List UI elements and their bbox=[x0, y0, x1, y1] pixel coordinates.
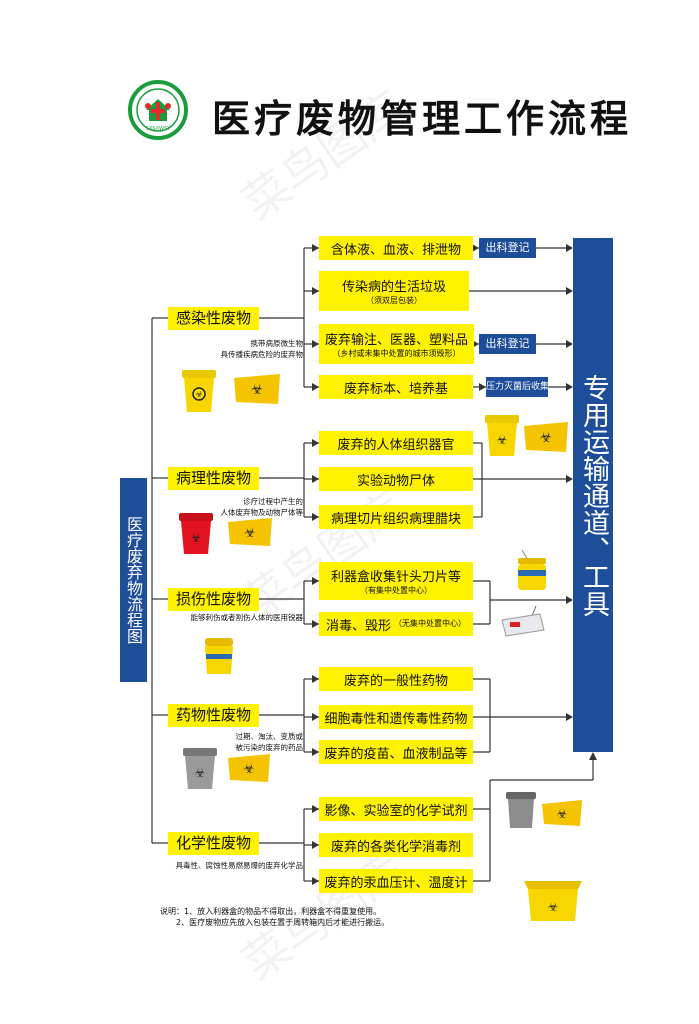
svg-text:☣: ☣ bbox=[191, 531, 202, 545]
tag-checkout-register: 出科登记 bbox=[479, 238, 536, 258]
arrow-head bbox=[566, 475, 573, 483]
arrow-head bbox=[566, 244, 573, 252]
arrow-head bbox=[312, 805, 319, 813]
item-general-drugs: 废弃的一般性药物 bbox=[319, 667, 473, 691]
category-note: 能够刺伤或者割伤人体的医用锐器 bbox=[190, 613, 304, 622]
item-vaccines-blood: 废弃的疫苗、血液制品等 bbox=[319, 740, 473, 764]
arrow-head bbox=[312, 475, 319, 483]
svg-text:☣: ☣ bbox=[243, 762, 255, 777]
arrow-head bbox=[566, 713, 573, 721]
yellow-biohazard-bag-icon: ☣ bbox=[226, 516, 274, 552]
arrow-head bbox=[589, 752, 597, 760]
arrow-head bbox=[312, 244, 319, 252]
item-pathology-slices: 病理切片组织病理腊块 bbox=[319, 505, 473, 529]
arrow-head bbox=[312, 877, 319, 885]
logo-text: SXSXWSY bbox=[145, 126, 171, 132]
footnote: 说明：1、放入利器盒的物品不得取出，利器盒不得重复使用。 2、医疗废物应先放入包… bbox=[160, 907, 390, 927]
item-cytotoxic-drugs: 细胞毒性和遗传毒性药物 bbox=[319, 705, 473, 729]
sharps-container-icon bbox=[512, 548, 552, 596]
category-note: 携带病原微生物 具传播疾病危险的废弃物 bbox=[220, 339, 304, 359]
arrow-head bbox=[312, 383, 319, 391]
yellow-biohazard-bag-icon: ☣ bbox=[232, 372, 282, 410]
yellow-transfer-box-icon: ☣ bbox=[520, 875, 586, 927]
yellow-biohazard-bin-icon: ☣ bbox=[482, 412, 522, 462]
arrow-head bbox=[312, 675, 319, 683]
arrow-head bbox=[566, 383, 573, 391]
red-biohazard-bin-icon: ☣ bbox=[176, 510, 216, 560]
category-sharps: 损伤性废物 bbox=[168, 588, 260, 611]
item-disinfect-destroy: 消毒、毁形 （无集中处置中心） bbox=[319, 612, 473, 636]
item-infectious-garbage: 传染病的生活垃圾 （须双层包装） bbox=[319, 271, 469, 311]
category-infectious: 感染性废物 bbox=[168, 307, 260, 330]
transport-channel-label: 专用运输通道、工具 bbox=[573, 238, 613, 752]
yellow-biohazard-bag-icon: ☣ bbox=[540, 798, 584, 832]
arrow-head bbox=[566, 596, 573, 604]
grey-waste-bin-icon: ☣ bbox=[180, 745, 220, 795]
svg-text:☣: ☣ bbox=[195, 390, 203, 399]
item-chemical-disinfectants: 废弃的各类化学消毒剂 bbox=[319, 833, 473, 857]
left-flow-label: 医疗废弃物流程图 bbox=[120, 478, 147, 682]
arrow-head bbox=[312, 713, 319, 721]
grey-waste-bin-icon bbox=[504, 790, 538, 834]
arrow-head bbox=[312, 748, 319, 756]
category-pharmaceutical: 药物性废物 bbox=[168, 704, 260, 727]
svg-text:☣: ☣ bbox=[195, 766, 206, 780]
arrow-head bbox=[312, 620, 319, 628]
arrow-head bbox=[472, 244, 479, 252]
category-pathological: 病理性废物 bbox=[168, 467, 260, 490]
tag-checkout-register: 出科登记 bbox=[479, 334, 536, 354]
arrow-head bbox=[312, 340, 319, 348]
arrow-head bbox=[312, 439, 319, 447]
arrow-head bbox=[566, 340, 573, 348]
hospital-cross-logo-icon bbox=[128, 80, 188, 140]
item-sharps-box: 利器盒收集针头刀片等 （有集中处置中心） bbox=[319, 562, 473, 600]
item-body-fluids: 含体液、血液、排泄物 bbox=[319, 236, 473, 260]
category-note: 诊疗过程中产生的 人体废弃物及动物尸体等 bbox=[220, 497, 304, 517]
item-specimens-culture: 废弃标本、培养基 bbox=[319, 375, 473, 399]
arrow-head bbox=[566, 287, 573, 295]
hospital-logo: SXSXWSY bbox=[128, 80, 188, 140]
item-infusion-equipment: 废弃输注、医器、塑料品 （乡村或未集中处置的城市须毁形） bbox=[319, 324, 474, 364]
arrow-head bbox=[312, 841, 319, 849]
category-note: 过期、淘汰、变质或 被污染的废弃的药品 bbox=[235, 732, 304, 752]
svg-text:☣: ☣ bbox=[557, 807, 568, 821]
arrow-head bbox=[312, 577, 319, 585]
yellow-biohazard-bag-icon: ☣ bbox=[522, 420, 570, 458]
needle-destroyer-icon bbox=[500, 604, 546, 644]
svg-text:☣: ☣ bbox=[251, 382, 264, 398]
item-human-tissue: 废弃的人体组织器官 bbox=[319, 431, 473, 455]
arrow-head bbox=[479, 383, 486, 391]
svg-text:☣: ☣ bbox=[244, 526, 256, 541]
svg-text:☣: ☣ bbox=[548, 900, 559, 914]
arrow-head bbox=[312, 513, 319, 521]
item-lab-reagents: 影像、实验室的化学试剂 bbox=[319, 797, 473, 821]
page-title: 医疗废物管理工作流程 bbox=[212, 97, 633, 141]
item-mercury-instruments: 废弃的汞血压计、温度计 bbox=[319, 869, 473, 893]
category-note: 具毒性、腐蚀性易燃易爆的废弃化学品 bbox=[175, 861, 304, 870]
arrow-head bbox=[312, 287, 319, 295]
yellow-biohazard-bin-icon: ☣ bbox=[178, 366, 220, 418]
category-chemical: 化学性废物 bbox=[168, 832, 260, 855]
yellow-biohazard-bag-icon: ☣ bbox=[226, 752, 272, 788]
svg-text:☣: ☣ bbox=[497, 433, 508, 447]
item-animal-corpse: 实验动物尸体 bbox=[319, 467, 473, 491]
svg-text:☣: ☣ bbox=[540, 430, 553, 446]
tag-sterilize-collect: 压力灭菌后收集 bbox=[486, 377, 549, 397]
sharps-container-icon bbox=[202, 636, 236, 680]
